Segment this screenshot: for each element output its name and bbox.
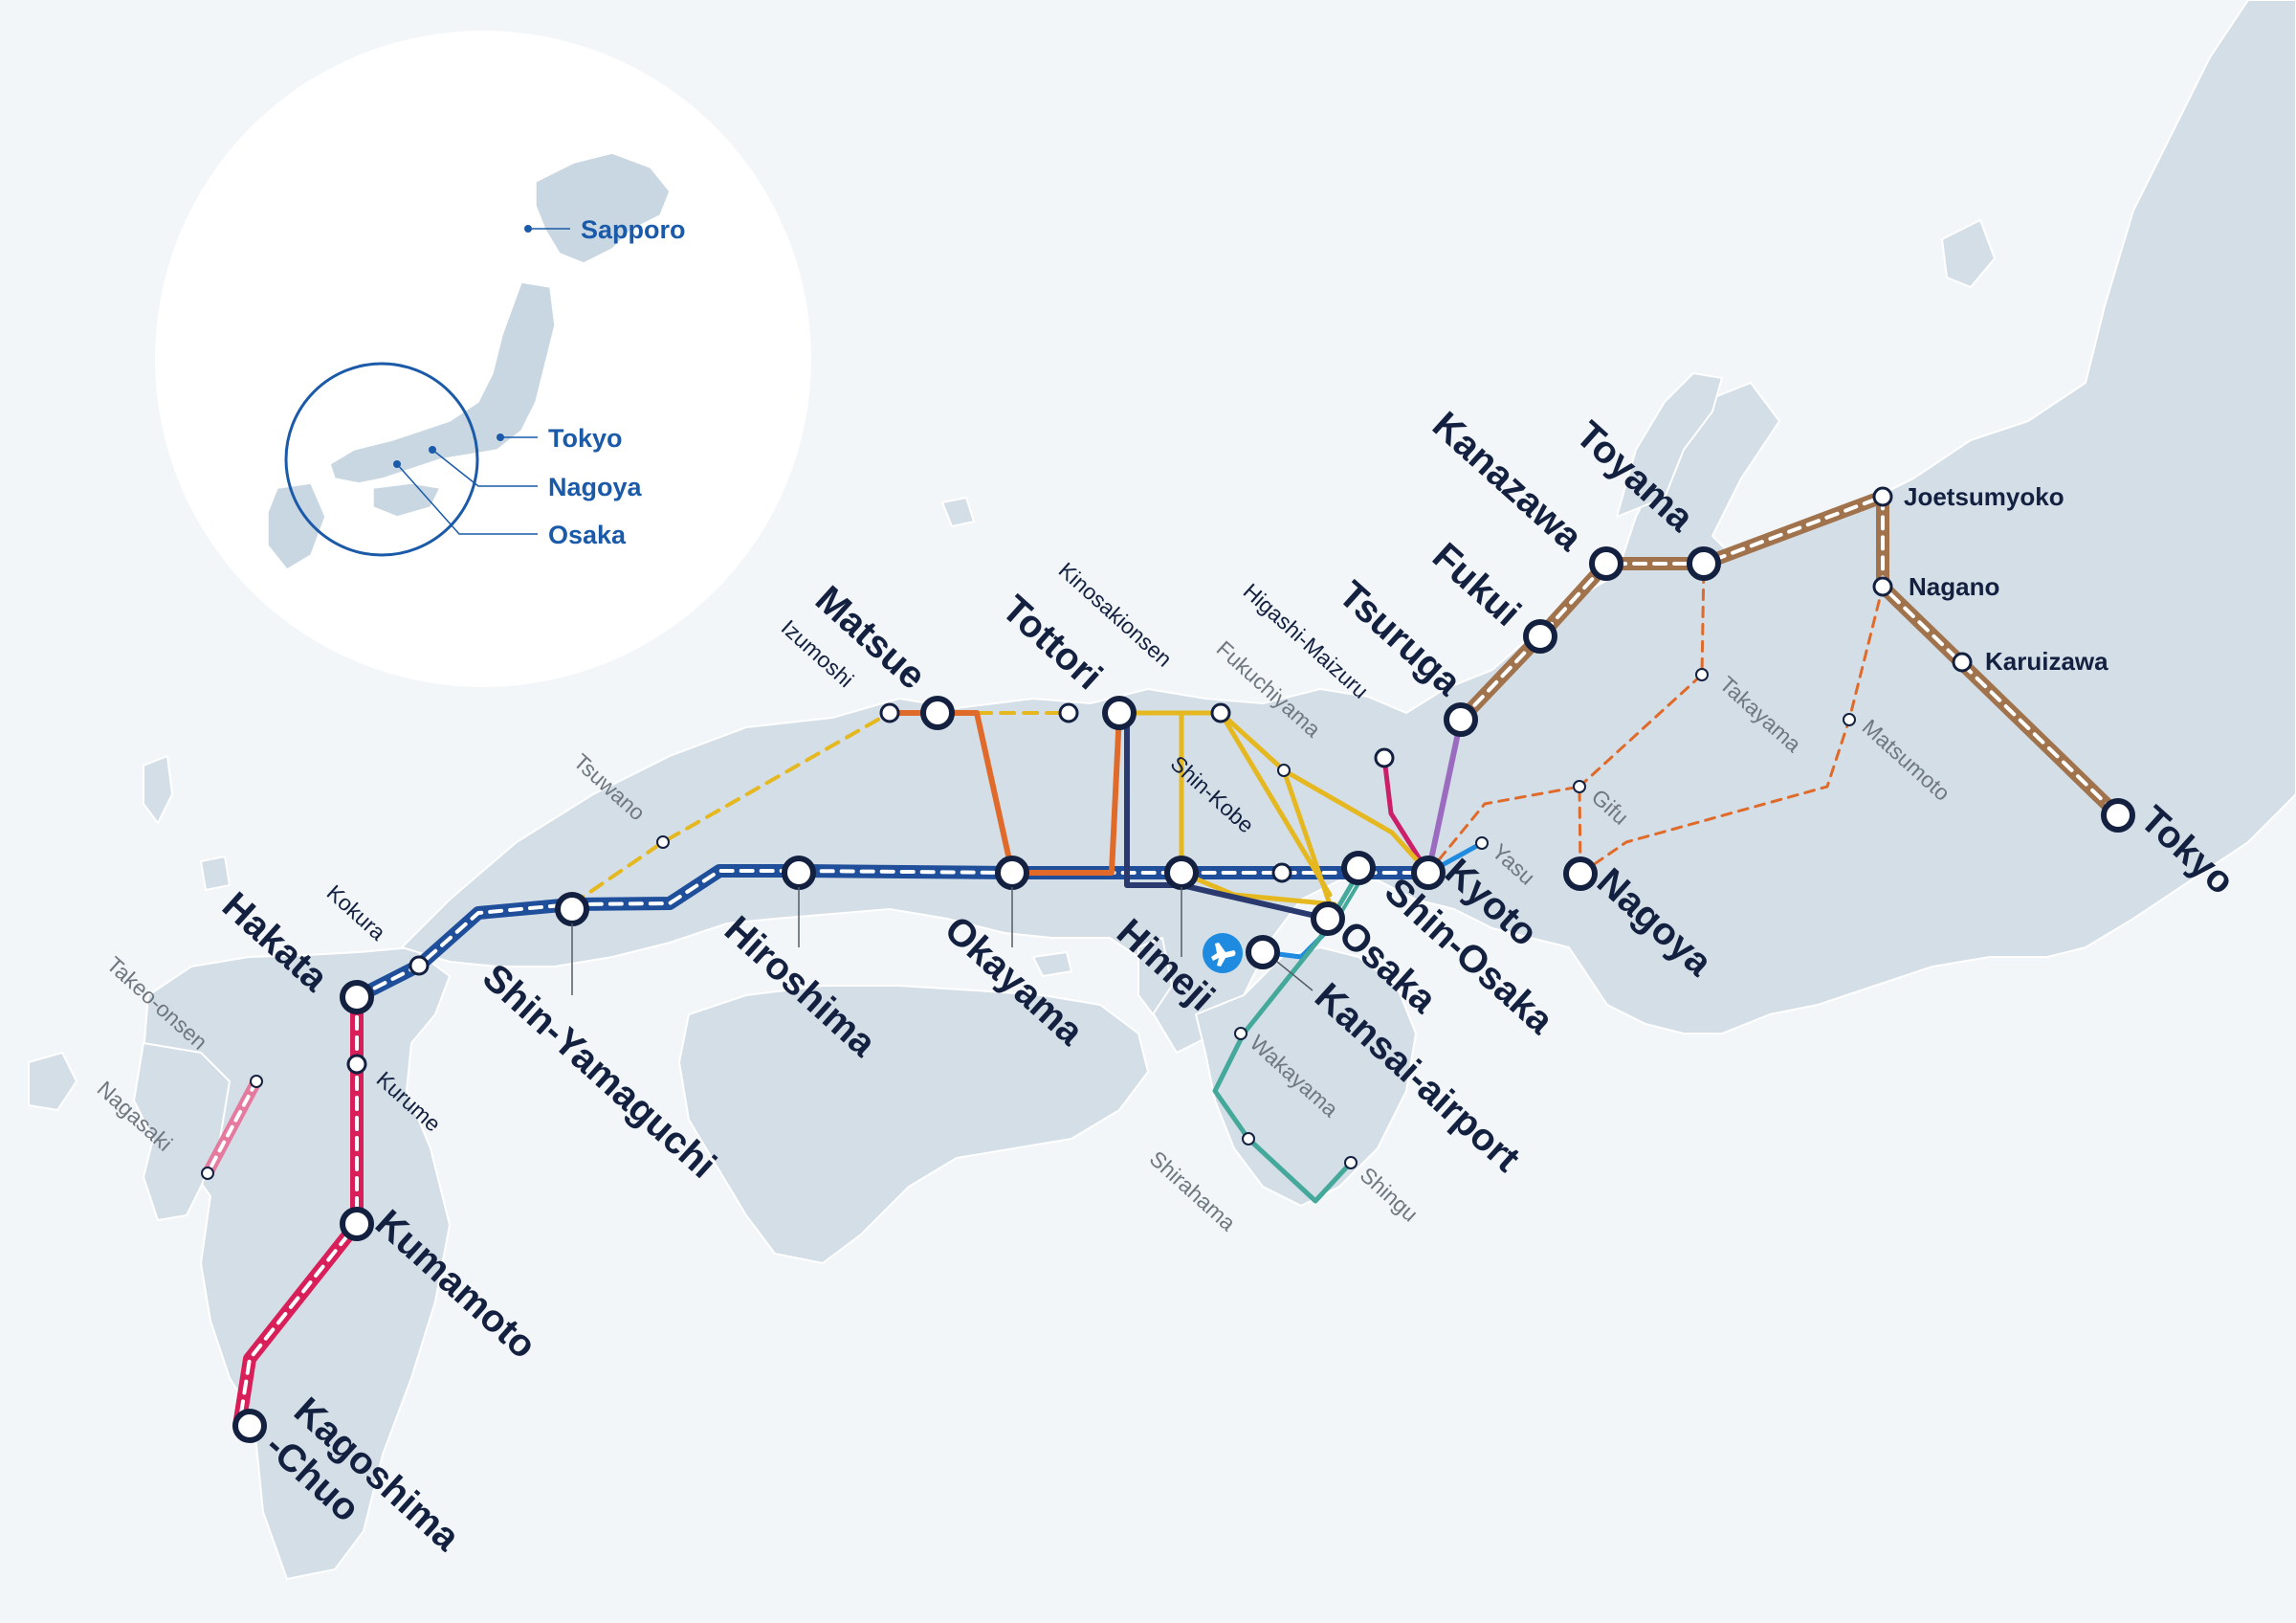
station-shingu[interactable] [1344, 1156, 1358, 1169]
label-kokura: Kokura [322, 879, 391, 945]
station-tsuwano[interactable] [656, 835, 670, 849]
station-shin-osaka[interactable] [1341, 851, 1376, 885]
station-shin-kobe[interactable] [1271, 862, 1292, 883]
station-kurume[interactable] [346, 1054, 367, 1075]
station-hakata[interactable] [340, 980, 374, 1014]
nagasaki-peninsula [133, 1042, 231, 1221]
station-izumoshi[interactable] [879, 702, 900, 723]
line-thunderbird [1425, 717, 1464, 876]
inset-label-tokyo: Tokyo [548, 424, 623, 453]
station-shirahama[interactable] [1242, 1132, 1255, 1145]
station-kumamoto[interactable] [340, 1207, 374, 1241]
inset-kyushu [267, 482, 326, 570]
label-leaders [571, 887, 1314, 995]
line-sanyo-shinkansen-dash [355, 869, 1430, 999]
station-takeo-onsen[interactable] [250, 1075, 263, 1088]
goto-islands [28, 1052, 77, 1111]
station-fukui[interactable] [1523, 619, 1557, 654]
label-kanazawa: Kanazawa [1424, 404, 1591, 560]
station-fukuchiyama[interactable] [1210, 702, 1231, 723]
shikoku-island [678, 985, 1149, 1264]
label-nagano: Nagano [1909, 572, 1999, 601]
line-kuroshio [1212, 870, 1361, 1204]
station-shin-yamaguchi[interactable] [555, 892, 589, 926]
sado-island [1941, 219, 1996, 288]
station-nagoya[interactable] [1563, 856, 1598, 891]
station-wakayama[interactable] [1234, 1027, 1247, 1040]
station-fukuchiyama-junction [1277, 764, 1291, 777]
station-yasu[interactable] [1475, 836, 1489, 850]
station-joetsumyoko[interactable] [1872, 486, 1893, 507]
station-kokura[interactable] [408, 955, 430, 976]
inset-shikoku [372, 482, 442, 518]
noto-peninsula [1616, 372, 1723, 518]
line-kyushu-shinkansen-dash [237, 995, 359, 1428]
airplane-icon [1203, 933, 1243, 973]
station-toyama[interactable] [1687, 546, 1721, 581]
label-shirahama: Shirahama [1145, 1145, 1241, 1235]
inset-circle [155, 31, 811, 687]
station-osaka[interactable] [1311, 901, 1345, 936]
station-nagano[interactable] [1872, 576, 1893, 597]
tiny-stations [201, 668, 1856, 1180]
station-tokyo[interactable] [2101, 798, 2135, 833]
station-karuizawa[interactable] [1952, 652, 1973, 673]
station-gifu[interactable] [1573, 780, 1586, 793]
inset-label-sapporo: Sapporo [581, 215, 686, 244]
inset-hokkaido [535, 152, 671, 264]
land-layer [28, 0, 2296, 1580]
station-himeji[interactable] [1164, 856, 1199, 890]
label-joetsumyoko: Joetsumyoko [1904, 482, 2064, 511]
label-shingu: Shingu [1356, 1162, 1424, 1226]
station-kinosakionsen[interactable] [1058, 702, 1079, 723]
major-stations [232, 546, 2135, 1443]
oki-islands [941, 497, 975, 527]
station-tsuruga[interactable] [1444, 702, 1478, 737]
label-fukui: Fukui [1424, 535, 1529, 634]
shodo-island [1032, 951, 1072, 977]
station-nagasaki[interactable] [201, 1167, 214, 1180]
station-takayama[interactable] [1695, 668, 1709, 681]
inset-overview: Sapporo Tokyo Nagoya Osaka [155, 31, 811, 687]
awaji-island [1137, 937, 1173, 1015]
tsushima-island [143, 755, 173, 824]
minor-stations [346, 486, 1973, 1075]
station-higashi-maizuru[interactable] [1374, 747, 1395, 768]
station-kagoshima-chuo[interactable] [232, 1409, 267, 1443]
inset-focus-ring [284, 362, 479, 557]
station-hiroshima[interactable] [782, 856, 816, 890]
iki-island [200, 856, 231, 891]
station-kanazawa[interactable] [1589, 546, 1623, 581]
station-kansai-airport[interactable] [1246, 935, 1280, 969]
station-matsumoto[interactable] [1843, 713, 1856, 726]
station-tottori[interactable] [1102, 696, 1137, 730]
line-maizuru [1381, 755, 1431, 876]
station-kyoto[interactable] [1411, 856, 1446, 890]
label-matsue: Matsue [807, 578, 934, 698]
station-matsue[interactable] [920, 696, 955, 730]
inset-label-nagoya: Nagoya [548, 473, 643, 501]
station-okayama[interactable] [995, 856, 1029, 890]
label-karuizawa: Karuizawa [1985, 647, 2108, 676]
inset-label-osaka: Osaka [548, 521, 627, 549]
